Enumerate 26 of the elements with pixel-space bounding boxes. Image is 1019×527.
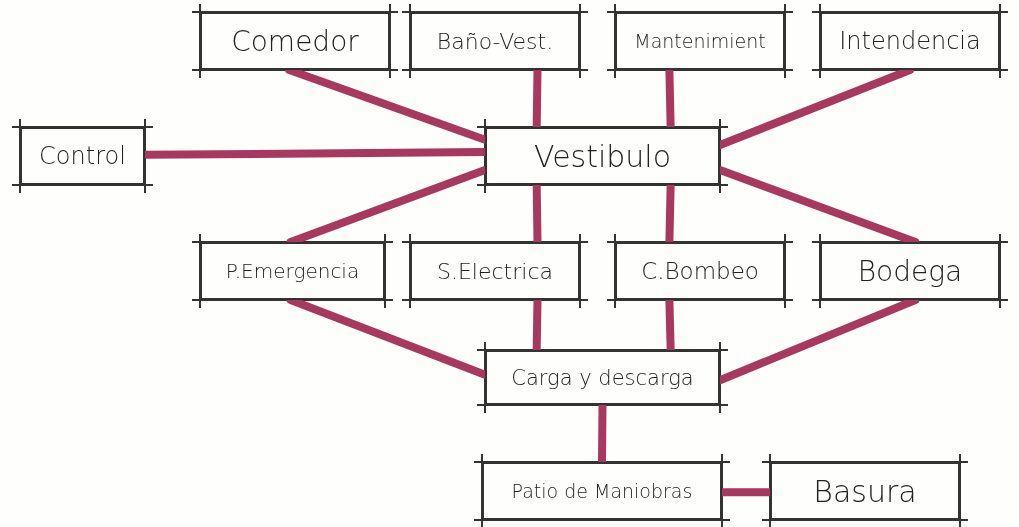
room-label: Baño-Vest. — [436, 28, 554, 54]
room-label: Intendencia — [839, 27, 981, 55]
room-label: S.Electrica — [437, 258, 553, 284]
room-box — [615, 12, 785, 70]
room-label: Carga y descarga — [511, 365, 694, 390]
room-box — [200, 12, 390, 70]
room-box — [200, 242, 385, 300]
room-box — [820, 12, 1000, 70]
room-box — [615, 242, 785, 300]
room-box — [485, 127, 720, 185]
room-label: Mantenimient — [634, 30, 766, 52]
room-label: Patio de Maniobras — [511, 480, 693, 502]
room-box — [410, 12, 580, 70]
room-box — [410, 242, 580, 300]
room-label: Control — [39, 142, 126, 170]
room-label: Bodega — [857, 254, 963, 288]
room-label: Comedor — [231, 24, 359, 58]
room-box — [770, 462, 960, 520]
room-box — [482, 462, 722, 520]
room-box — [20, 127, 145, 185]
room-label: Vestibulo — [533, 138, 672, 174]
room-label: C.Bombeo — [641, 258, 759, 284]
room-label: Basura — [813, 473, 917, 509]
room-box — [485, 350, 720, 405]
room-box — [820, 242, 1000, 300]
room-label: P.Emergencia — [225, 259, 360, 283]
